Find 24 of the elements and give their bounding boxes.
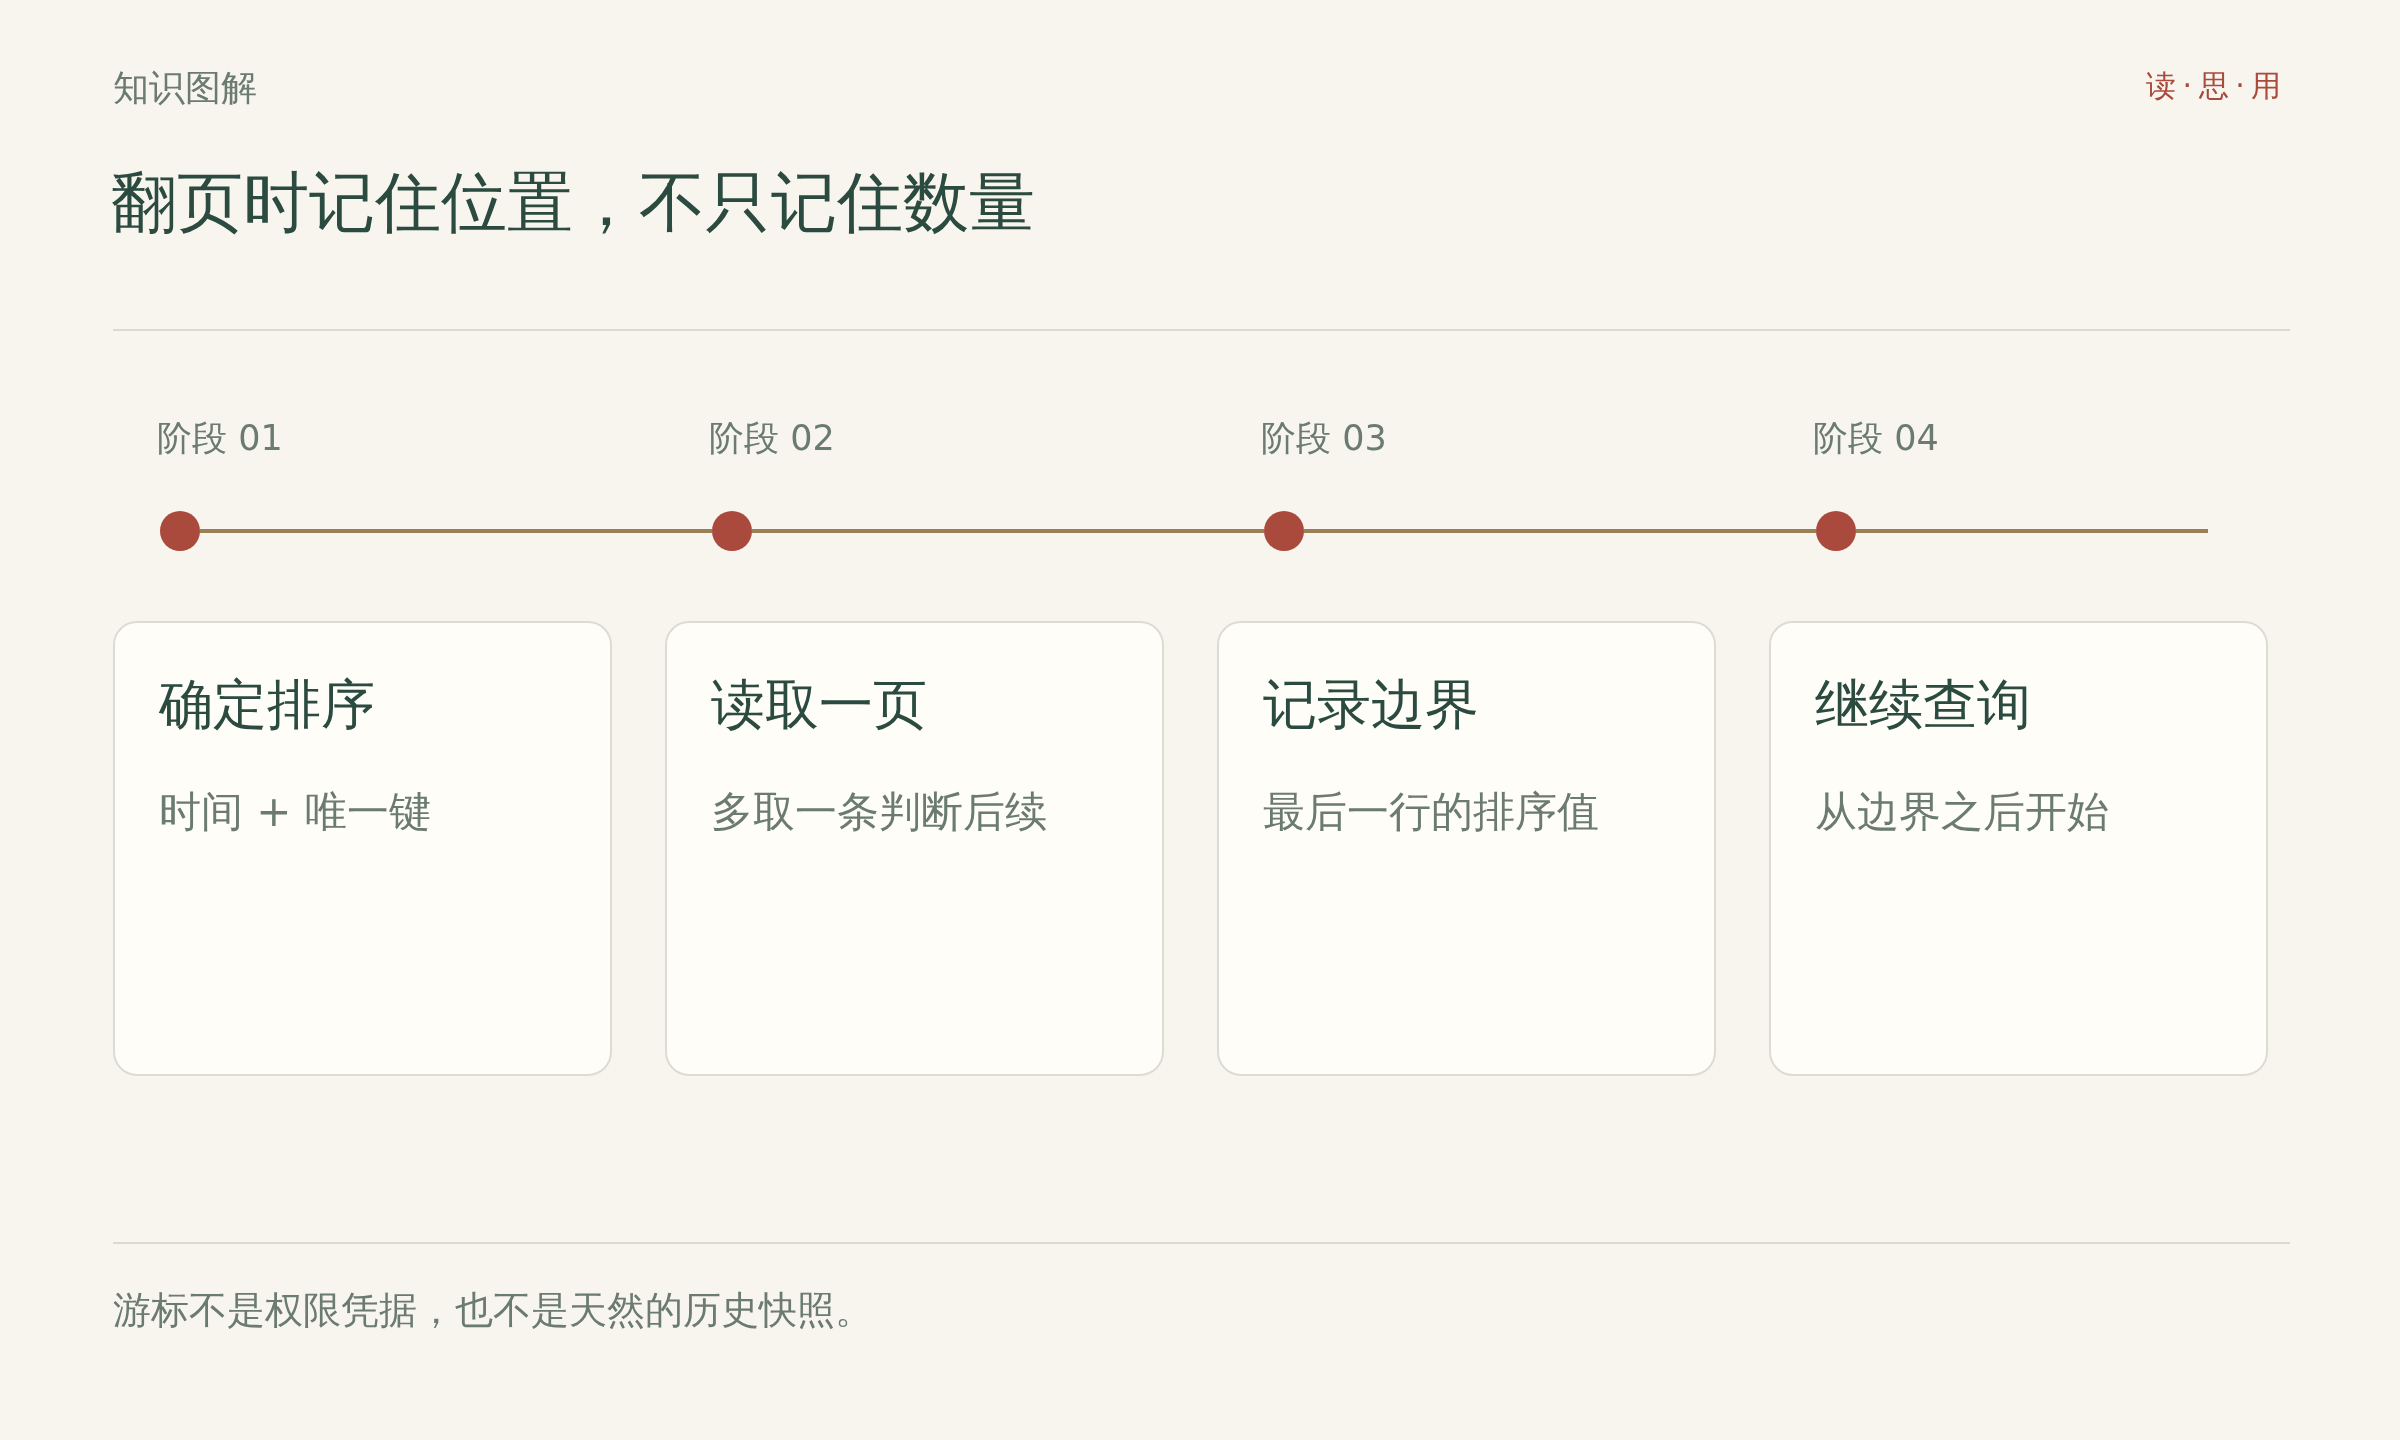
- card-title: 记录边界: [1263, 673, 1479, 738]
- stage-label: 阶段 04: [1813, 417, 1939, 459]
- footnote: 游标不是权限凭据，也不是天然的历史快照。: [113, 1288, 873, 1334]
- timeline-line: [200, 529, 712, 533]
- stage-label: 阶段 01: [157, 417, 283, 459]
- card-text: 时间 + 唯一键: [159, 787, 431, 838]
- breadcrumb: 知识图解: [113, 66, 257, 110]
- tagline: 读·思·用: [2145, 68, 2288, 104]
- timeline-line: [1304, 529, 1816, 533]
- card-text: 从边界之后开始: [1815, 787, 2109, 838]
- card-text: 多取一条判断后续: [711, 787, 1047, 838]
- stage-label: 阶段 03: [1261, 417, 1387, 459]
- page-title: 翻页时记住位置，不只记住数量: [111, 163, 1035, 243]
- step-card: [1769, 621, 2268, 1076]
- card-title: 继续查询: [1815, 673, 2031, 738]
- card-title: 读取一页: [711, 673, 927, 738]
- step-card: [113, 621, 612, 1076]
- step-card: [1217, 621, 1716, 1076]
- step-card: [665, 621, 1164, 1076]
- card-text: 最后一行的排序值: [1263, 787, 1599, 838]
- stage-label: 阶段 02: [709, 417, 835, 459]
- timeline-line: [1856, 529, 2208, 533]
- card-title: 确定排序: [159, 673, 375, 738]
- timeline-line: [752, 529, 1264, 533]
